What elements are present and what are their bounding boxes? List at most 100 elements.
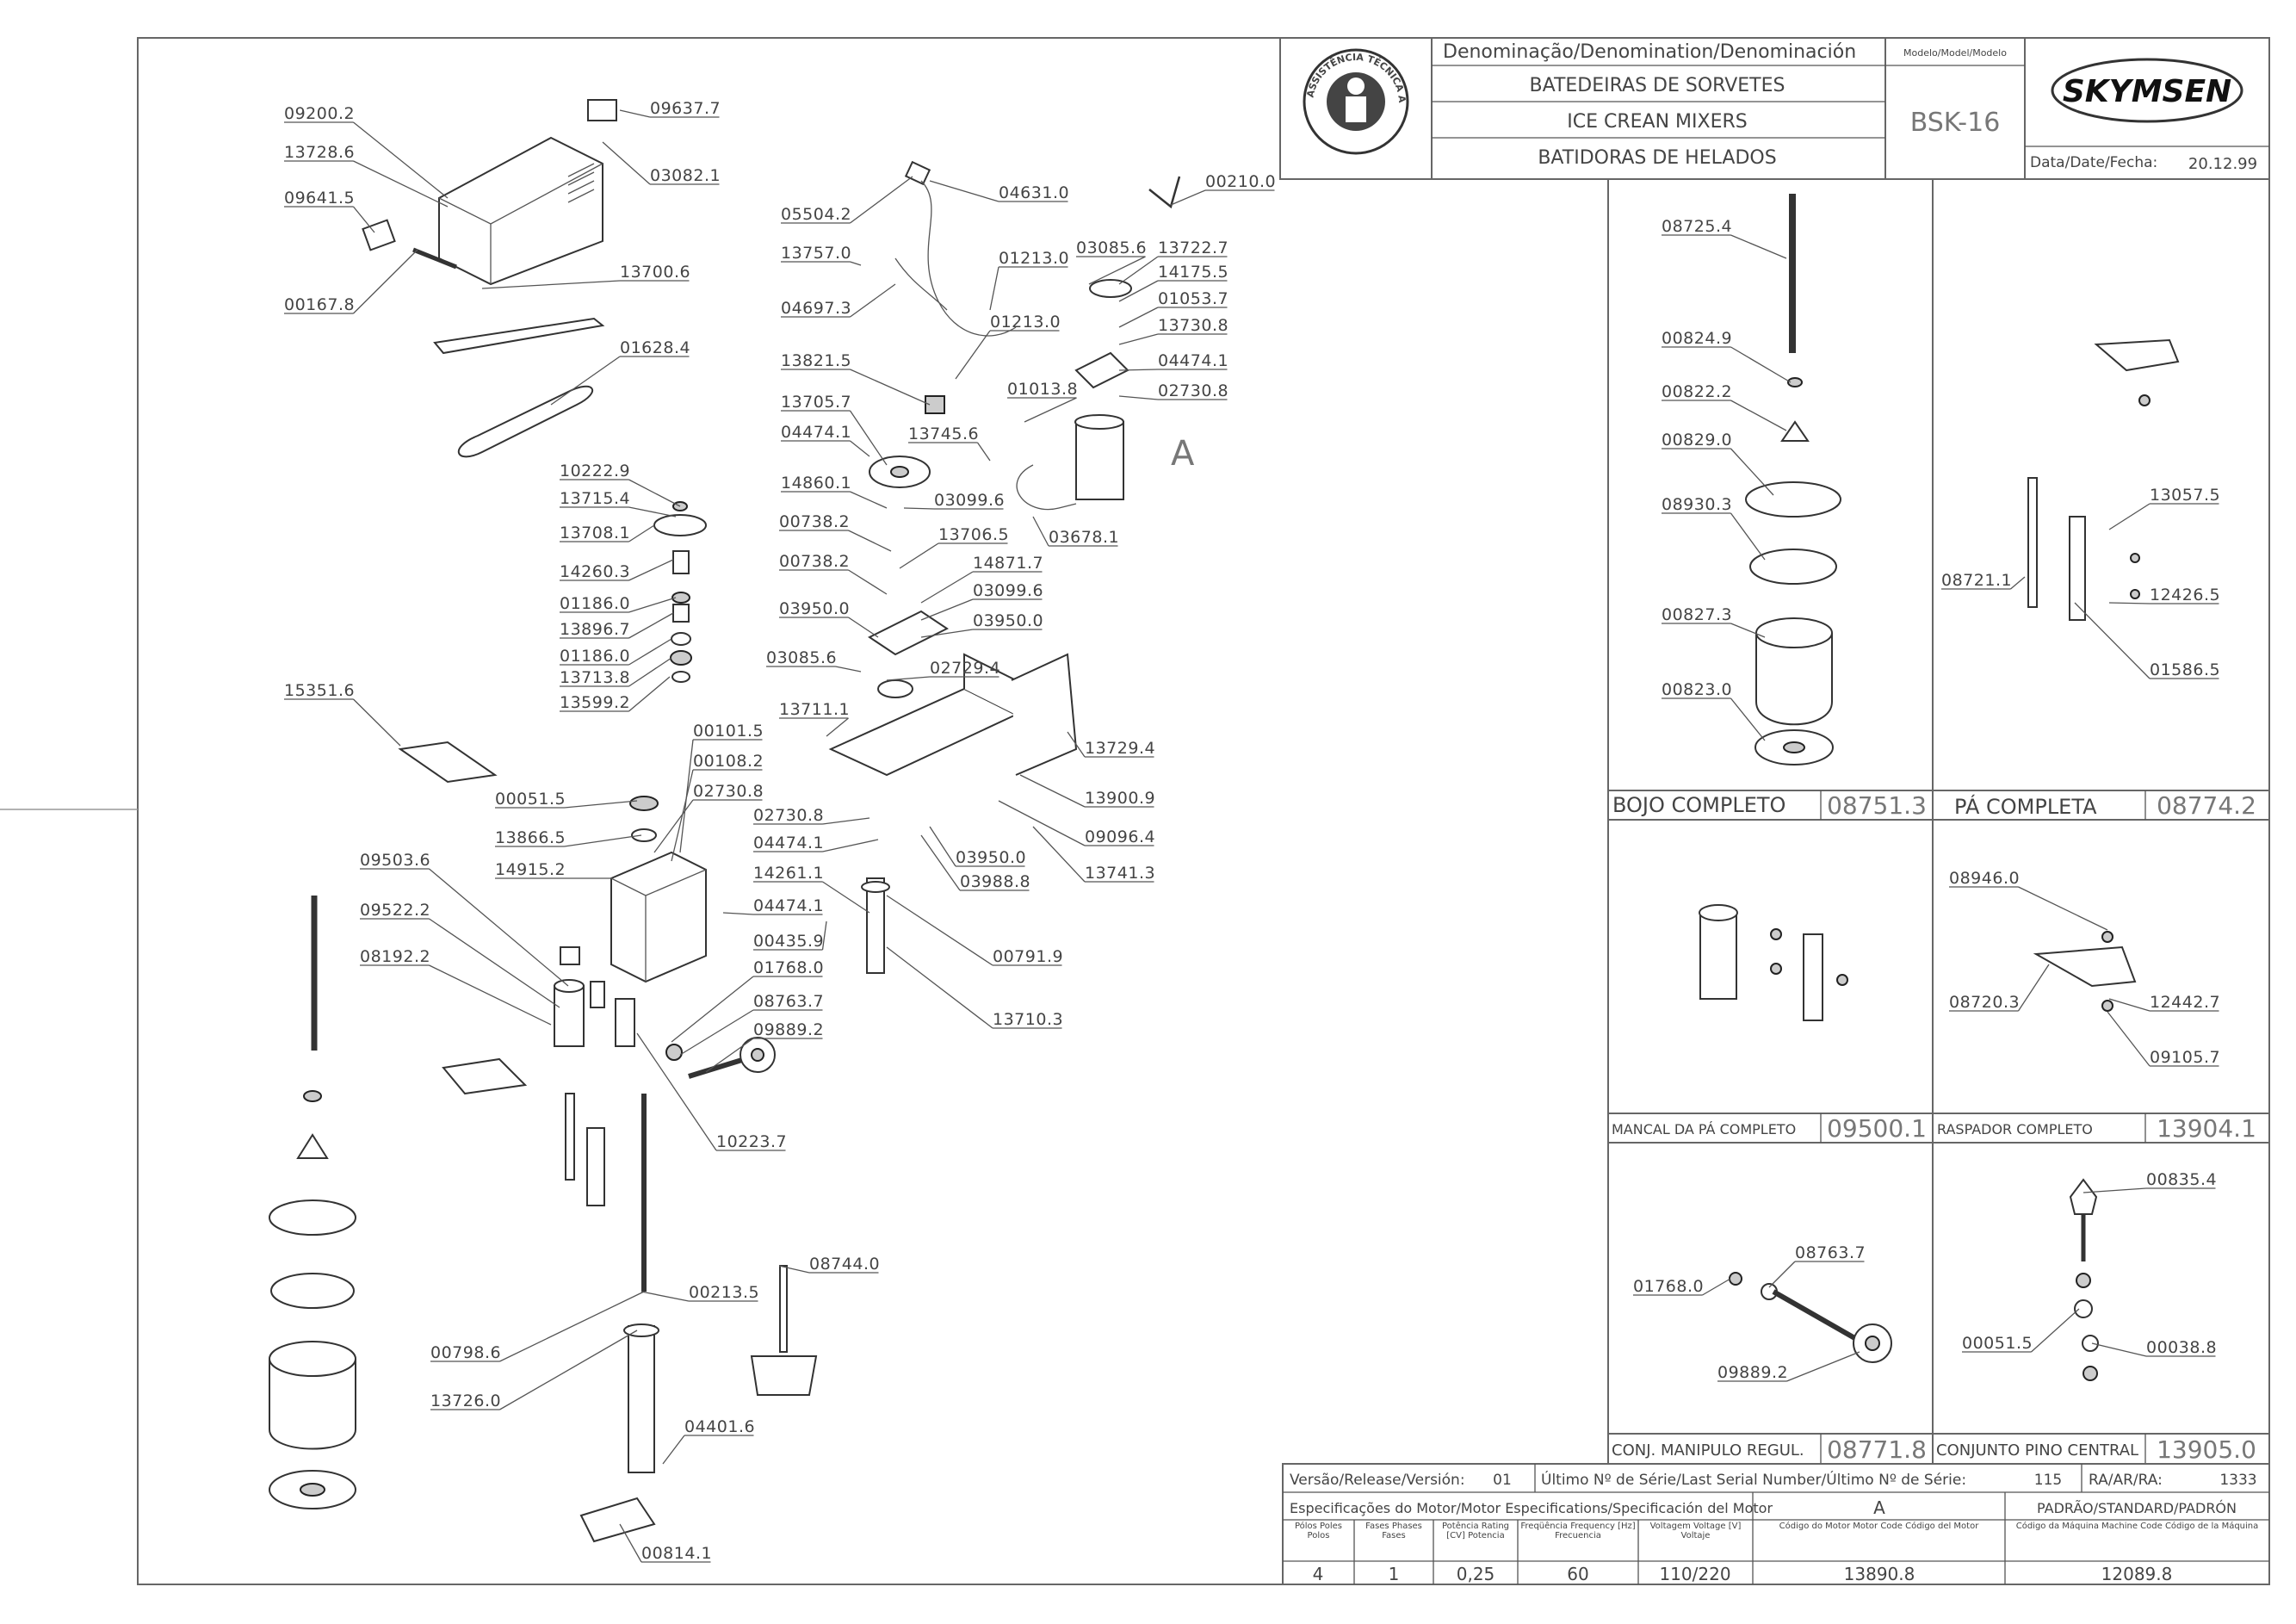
leader-line xyxy=(1786,1351,1860,1382)
part-label: 01768.0 xyxy=(671,958,824,1043)
panel-code-paddle: 08774.2 xyxy=(2157,791,2256,820)
leader-line xyxy=(976,442,991,462)
part-label: 15351.6 xyxy=(284,681,401,747)
part-label: 00824.9 xyxy=(1662,329,1792,383)
part-label: 04401.6 xyxy=(662,1417,755,1465)
part-label: 01768.0 xyxy=(1633,1277,1731,1296)
part-label: 03099.6 xyxy=(920,581,1043,621)
part-label: 00814.1 xyxy=(619,1523,712,1563)
part-label: 00822.2 xyxy=(1662,382,1787,431)
leader-line xyxy=(705,1038,754,1073)
part-label: 12426.5 xyxy=(2108,586,2220,604)
leader-line xyxy=(2017,964,2050,1012)
leader-line xyxy=(848,617,879,638)
panel-name-paddle: PÁ COMPLETA xyxy=(1954,794,2097,819)
part-number: 09522.2 xyxy=(360,901,430,920)
part-label: 03085.6 xyxy=(1076,239,1147,285)
chassis-drawing xyxy=(828,610,1078,777)
power-value: 0,25 xyxy=(1457,1564,1495,1584)
part-number: 00213.5 xyxy=(689,1283,759,1302)
part-label: 12442.7 xyxy=(2108,993,2220,1012)
motor-code-value: 13890.8 xyxy=(1844,1564,1915,1584)
part-number: 14915.2 xyxy=(495,860,566,879)
part-label: 00798.6 xyxy=(430,1291,645,1362)
part-number: 13900.9 xyxy=(1085,789,1155,808)
leader-line xyxy=(352,206,375,233)
part-number: 13757.0 xyxy=(781,244,851,263)
part-label: 01213.0 xyxy=(955,313,1061,380)
part-label: 00051.5 xyxy=(1962,1308,2080,1353)
leader-line xyxy=(353,160,449,208)
leader-line xyxy=(1118,280,1159,302)
part-number: 04474.1 xyxy=(1158,351,1228,370)
part-label: 04474.1 xyxy=(753,834,879,852)
leader-line xyxy=(1768,1261,1796,1288)
part-label: 08946.0 xyxy=(1949,869,2108,931)
leader-line xyxy=(353,121,449,199)
part-number: 01768.0 xyxy=(1633,1277,1704,1296)
part-number: 04474.1 xyxy=(781,423,851,442)
part-label: 13866.5 xyxy=(495,828,642,847)
part-number: 00791.9 xyxy=(993,947,1063,966)
leader-line xyxy=(1730,346,1792,383)
ra-value: 1333 xyxy=(2219,1472,2256,1489)
part-label: 14261.1 xyxy=(753,864,870,914)
col-poles-header: Pólos Poles Polos xyxy=(1294,1522,1342,1540)
part-label: 13713.8 xyxy=(560,657,672,687)
leader-line xyxy=(662,1435,685,1465)
part-label: 00038.8 xyxy=(2091,1338,2217,1357)
name-es: BATIDORAS DE HELADOS xyxy=(1538,147,1776,169)
gasket-drawing xyxy=(433,317,605,458)
part-label: 00210.0 xyxy=(1170,172,1276,206)
part-label: 03950.0 xyxy=(779,599,879,638)
leader-line xyxy=(848,569,888,595)
part-number: 01768.0 xyxy=(753,958,824,977)
part-number: 04401.6 xyxy=(684,1417,755,1436)
part-number: 03950.0 xyxy=(973,611,1043,630)
part-number: 08763.7 xyxy=(1795,1243,1866,1262)
leader-line xyxy=(1118,395,1159,400)
part-label: 00435.9 xyxy=(753,920,827,951)
part-label: 04474.1 xyxy=(781,423,870,457)
panel-name-scraper: RASPADOR COMPLETO xyxy=(1937,1121,2093,1137)
leader-line xyxy=(2031,1308,2080,1353)
motor-cover-drawing xyxy=(362,99,617,286)
part-number: 04474.1 xyxy=(753,896,824,915)
leader-line xyxy=(429,918,560,1008)
part-label: 08725.4 xyxy=(1662,217,1787,259)
leader-line xyxy=(353,698,401,747)
leader-line xyxy=(1170,189,1206,206)
leader-line xyxy=(2018,886,2108,931)
part-number: 01213.0 xyxy=(999,249,1069,268)
voltage-value: 110/220 xyxy=(1659,1564,1730,1584)
freq-value: 60 xyxy=(1567,1564,1588,1584)
leader-line xyxy=(989,266,999,311)
panel-name-bowl: BOJO COMPLETO xyxy=(1612,793,1785,817)
part-label: 09889.2 xyxy=(1717,1351,1860,1382)
leader-line xyxy=(1730,697,1766,741)
part-number: 08763.7 xyxy=(753,992,824,1011)
panel-code-bowl: 08751.3 xyxy=(1827,791,1927,820)
leader-line xyxy=(920,571,974,604)
handle-knob-drawing xyxy=(665,1037,776,1079)
leader-line xyxy=(628,638,672,666)
part-label: 00823.0 xyxy=(1662,680,1766,741)
part-number: 09105.7 xyxy=(2150,1048,2220,1067)
leader-line xyxy=(822,817,870,825)
part-label: 08930.3 xyxy=(1662,495,1766,561)
leader-line xyxy=(850,369,931,406)
part-number: 08946.0 xyxy=(1949,869,2020,888)
leader-line xyxy=(822,839,879,852)
center-pin-drawing xyxy=(2069,1178,2099,1381)
part-label: 09105.7 xyxy=(2107,1011,2220,1067)
leader-line xyxy=(826,717,849,737)
part-number: 09889.2 xyxy=(1717,1363,1788,1382)
part-number: 08725.4 xyxy=(1662,217,1732,236)
part-number: 00827.3 xyxy=(1662,605,1732,624)
part-number: 00210.0 xyxy=(1205,172,1276,191)
part-drawings: A xyxy=(269,99,2180,1543)
part-label: 00167.8 xyxy=(284,249,418,314)
part-number: 03678.1 xyxy=(1049,528,1119,547)
leader-line xyxy=(564,800,638,809)
part-label: 14260.3 xyxy=(560,559,674,581)
